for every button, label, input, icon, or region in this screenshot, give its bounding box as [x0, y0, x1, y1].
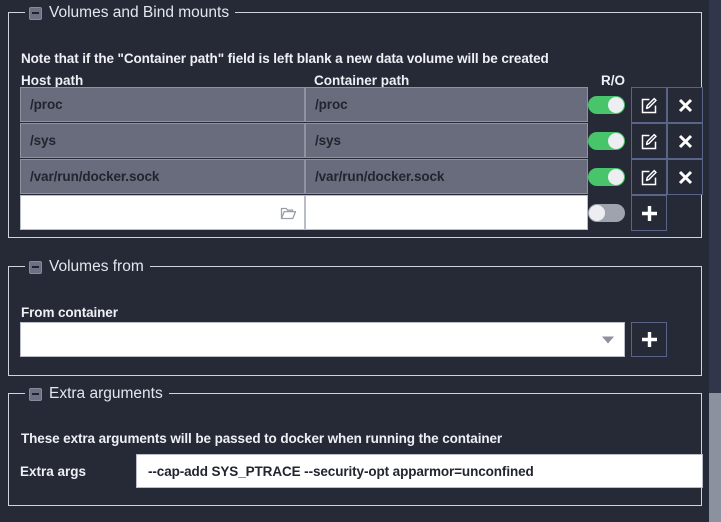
table-row: /var/run/docker.sock /var/run/docker.soc…	[20, 159, 588, 195]
extra-arguments-group-legend: Extra arguments	[25, 383, 169, 405]
extra-arguments-group-title: Extra arguments	[49, 385, 163, 403]
row-actions-new	[631, 195, 703, 231]
edit-icon[interactable]	[631, 159, 667, 195]
close-icon[interactable]	[667, 159, 703, 195]
close-icon[interactable]	[667, 87, 703, 123]
column-header-host-path: Host path	[21, 73, 84, 88]
row-actions	[631, 159, 703, 195]
row-actions	[631, 123, 703, 159]
read-only-toggle[interactable]	[587, 132, 625, 150]
extra-args-label: Extra args	[20, 464, 87, 479]
vertical-scrollbar[interactable]	[709, 0, 721, 522]
extra-arguments-note: These extra arguments will be passed to …	[21, 431, 503, 446]
new-host-path-input[interactable]	[20, 195, 305, 230]
edit-icon[interactable]	[631, 87, 667, 123]
from-container-select[interactable]	[20, 322, 625, 357]
host-path-cell[interactable]: /var/run/docker.sock	[20, 159, 305, 194]
read-only-toggle-column	[584, 87, 628, 231]
minus-box-icon[interactable]	[29, 260, 42, 274]
read-only-toggle-cell	[584, 123, 628, 159]
table-row: /proc /proc	[20, 87, 588, 123]
table-row-new	[20, 195, 588, 231]
volumes-from-group-legend: Volumes from	[25, 256, 150, 278]
plus-icon	[641, 332, 657, 347]
volumes-from-group-title: Volumes from	[49, 258, 144, 276]
container-path-cell[interactable]: /var/run/docker.sock	[305, 159, 588, 194]
folder-icon[interactable]	[278, 204, 298, 222]
host-path-cell[interactable]: /sys	[20, 123, 305, 158]
action-spacer	[667, 195, 703, 231]
read-only-toggle-new[interactable]	[587, 204, 625, 222]
read-only-toggle-cell	[584, 159, 628, 195]
read-only-toggle[interactable]	[587, 96, 625, 114]
new-container-path-input[interactable]	[305, 195, 588, 230]
minus-box-icon[interactable]	[29, 6, 42, 20]
volumes-note: Note that if the "Container path" field …	[21, 51, 549, 66]
volumes-from-group: Volumes from From container	[8, 256, 702, 376]
extra-args-input[interactable]: --cap-add SYS_PTRACE --security-opt appa…	[136, 454, 703, 488]
edit-icon[interactable]	[631, 123, 667, 159]
close-icon[interactable]	[667, 123, 703, 159]
scrollbar-thumb[interactable]	[709, 393, 721, 522]
extra-arguments-group: Extra arguments These extra arguments wi…	[8, 383, 702, 506]
volumes-group-title: Volumes and Bind mounts	[49, 4, 230, 22]
add-volume-from-button[interactable]	[631, 322, 667, 357]
host-path-cell[interactable]: /proc	[20, 87, 305, 122]
volumes-group-legend: Volumes and Bind mounts	[25, 2, 236, 24]
container-path-cell[interactable]: /sys	[305, 123, 588, 158]
column-header-container-path: Container path	[314, 73, 410, 88]
row-actions	[631, 87, 703, 123]
column-header-read-only: R/O	[601, 73, 626, 88]
read-only-toggle-cell	[584, 87, 628, 123]
read-only-toggle-cell	[584, 195, 628, 231]
chevron-down-icon[interactable]	[602, 336, 614, 343]
container-path-cell[interactable]: /proc	[305, 87, 588, 122]
minus-box-icon[interactable]	[29, 387, 42, 401]
table-row: /sys /sys	[20, 123, 588, 159]
read-only-toggle[interactable]	[587, 168, 625, 186]
row-actions-column	[631, 87, 703, 231]
from-container-label: From container	[21, 305, 118, 320]
plus-icon[interactable]	[631, 195, 667, 231]
volumes-table: /proc /proc /sys /sys /var/run/docker.so…	[20, 87, 588, 231]
